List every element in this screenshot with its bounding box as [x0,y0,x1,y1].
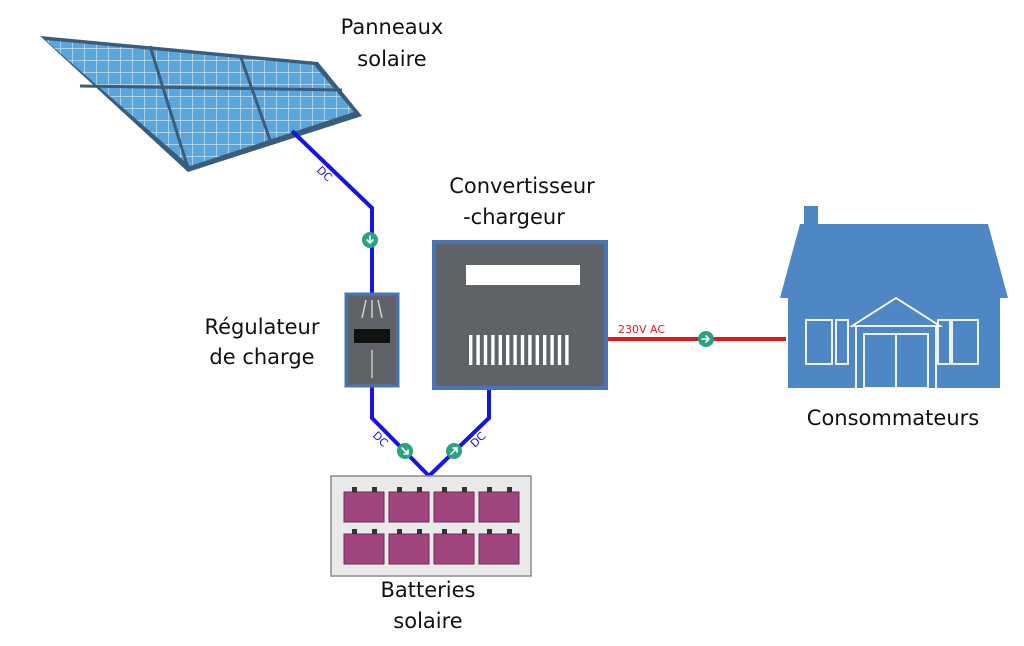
battery-cell [388,529,430,565]
charge-regulator-icon [344,292,400,388]
battery-cell [433,487,475,523]
arrow-circle-icon [446,443,462,459]
batteries-label-line2: solaire [393,609,462,633]
house-icon [780,206,1008,389]
vent-slot [550,335,554,365]
consumers-label: Consommateurs [807,406,979,430]
battery-cell [388,487,430,523]
vent-slot [543,335,547,365]
battery-cell [478,487,520,523]
ac-label: 230V AC [618,323,665,336]
panels-label-line2: solaire [357,47,426,71]
vent-slot [513,335,517,365]
battery-cell [343,487,385,523]
vent-slot [476,335,480,365]
regulator-label-line2: de charge [209,345,314,369]
regulator-label-line1: Régulateur [204,315,319,339]
battery-cell [343,529,385,565]
arrow-circle-icon [698,331,714,347]
solar-panel-icon [40,36,362,172]
vent-slot [535,335,539,365]
vent-slot [469,335,473,365]
arrow-circle-icon [397,443,413,459]
vent-slot [565,335,569,365]
vent-slot [506,335,510,365]
panels-label-line1: Panneaux [341,15,444,39]
vent-slot [557,335,562,365]
converter-label-line2: -chargeur [463,205,565,229]
battery-cell [478,529,520,565]
arrow-circle-icon [362,232,378,248]
vent-slot [491,335,495,365]
dc-converter-battery-label: DC [468,429,489,450]
converter-label-line1: Convertisseur [449,174,595,198]
battery-cell [433,529,475,565]
dc-wire-panels-regulator [290,129,374,296]
batteries-label-line1: Batteries [381,578,476,602]
converter-charger-icon [432,240,608,390]
vent-slot [498,335,502,365]
vent-slot [483,335,488,365]
battery-icon [330,475,532,577]
vent-slot [528,335,532,365]
vent-slot [520,335,525,365]
